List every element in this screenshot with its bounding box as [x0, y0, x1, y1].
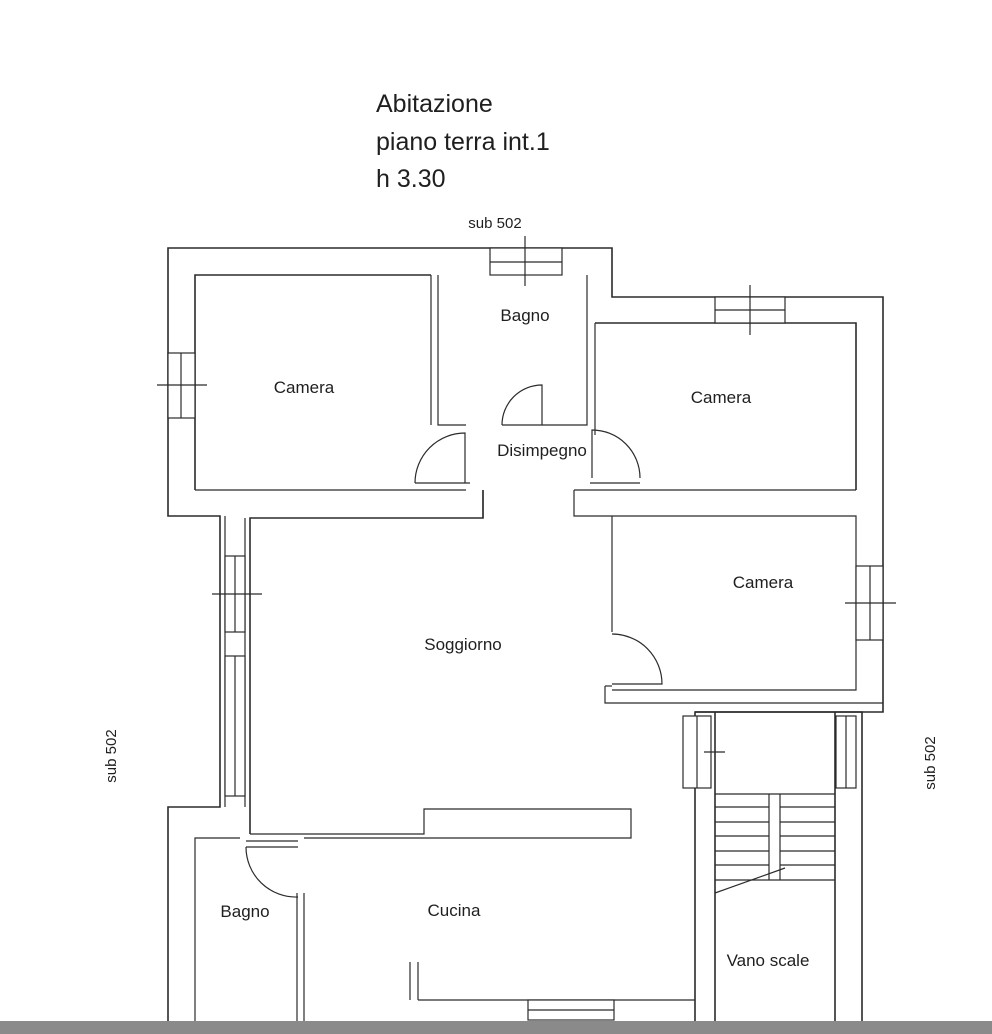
windows [157, 236, 896, 1021]
plan-title: Abitazione [376, 90, 493, 118]
room-label-bagno-top: Bagno [500, 306, 549, 325]
room-label-camera-nw: Camera [274, 378, 335, 397]
plan-floor-label: piano terra int.1 [376, 128, 550, 156]
room-label-soggiorno: Soggiorno [424, 635, 502, 654]
neighbor-label-left: sub 502 [103, 729, 120, 782]
room-label-camera-e: Camera [733, 573, 794, 592]
room-label-disimpegno: Disimpegno [497, 441, 587, 460]
bottom-scrollbar-strip [0, 1021, 992, 1034]
room-label-camera-ne: Camera [691, 388, 752, 407]
outer-walls [167, 247, 884, 1034]
room-label-vano-scale: Vano scale [727, 951, 810, 970]
neighbor-label-top: sub 502 [468, 215, 521, 232]
doors [245, 384, 663, 898]
neighbor-label-right: sub 502 [922, 736, 939, 789]
plan-height-label: h 3.30 [376, 165, 446, 193]
staircase [714, 793, 835, 894]
room-label-cucina: Cucina [428, 901, 481, 920]
room-label-bagno-bottom: Bagno [220, 902, 269, 921]
